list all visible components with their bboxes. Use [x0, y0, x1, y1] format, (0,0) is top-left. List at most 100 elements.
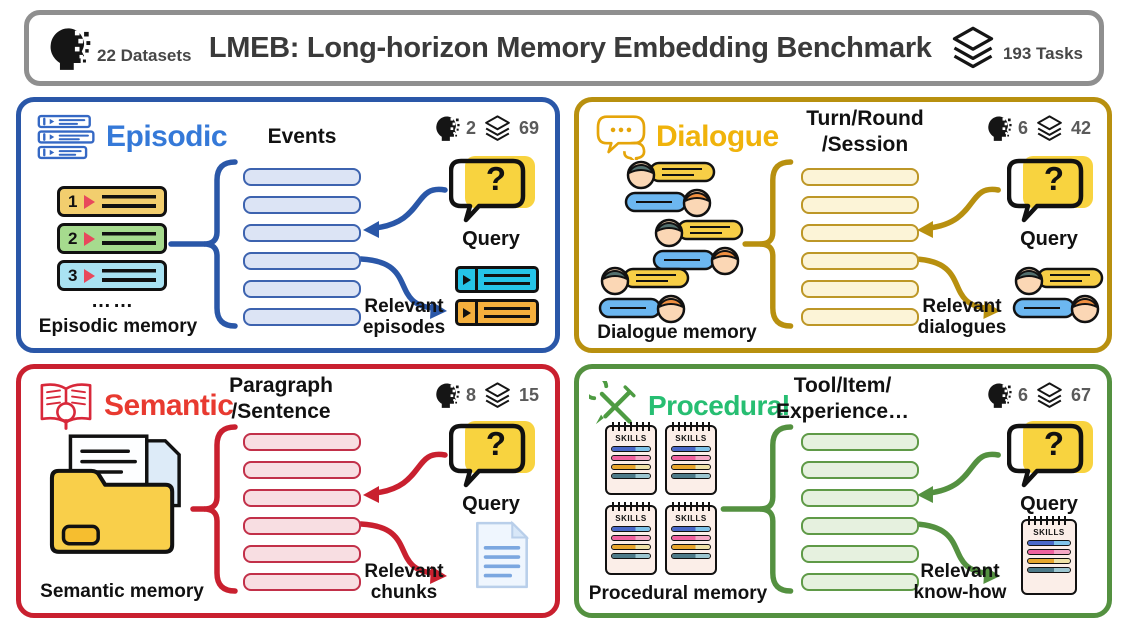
episodic-title: Episodic	[106, 120, 228, 153]
semantic-memory-label: Semantic memory	[40, 581, 204, 602]
relevant-label: Relevant episodes	[351, 296, 457, 338]
dialogue-stats: 6 42	[985, 114, 1091, 142]
question-mark: ?	[485, 425, 507, 462]
spiral-binding	[612, 502, 650, 511]
text-lines	[484, 274, 530, 285]
episode-number: 1	[68, 192, 78, 211]
skill-bar	[1027, 567, 1071, 573]
semantic-datasets-count: 8	[465, 384, 476, 405]
dialogue-connectors	[742, 159, 1001, 329]
dialogue-tasks-count: 42	[1070, 117, 1091, 138]
skill-bar	[611, 553, 651, 559]
query-icon: ?	[1007, 421, 1095, 489]
skill-bar	[1027, 549, 1071, 555]
tasks-stack-icon	[1034, 115, 1065, 142]
spiral-binding	[1028, 516, 1070, 525]
datasets-head-icon	[985, 114, 1012, 142]
skills-notepad-icon: SKILLS	[665, 422, 717, 495]
play-icon	[84, 231, 96, 246]
semantic-heading: Semantic	[37, 381, 234, 431]
text-lines	[484, 307, 530, 318]
memory-slot	[243, 280, 361, 298]
memory-slot	[801, 280, 919, 298]
skill-bar	[1027, 540, 1071, 546]
memory-slot	[243, 573, 361, 591]
memory-slot	[243, 433, 361, 451]
memory-slot	[801, 252, 919, 270]
episodic-datasets-count: 2	[465, 117, 476, 138]
procedural-quadrant: Procedural 6 67 Tool/Item/ Experience… S…	[574, 364, 1112, 618]
memory-slot	[243, 308, 361, 326]
play-icon	[84, 194, 96, 209]
document-icon	[473, 519, 531, 591]
semantic-title: Semantic	[104, 389, 234, 422]
query-bubble-outline	[449, 423, 526, 488]
episodic-tasks-count: 69	[518, 117, 539, 138]
datasets-head-icon	[45, 24, 91, 72]
semantic-stats: 8 15	[433, 381, 539, 409]
ellipsis: ……	[91, 290, 135, 312]
banner-datasets-group: 22 Datasets	[45, 24, 192, 72]
skill-bar	[671, 544, 711, 550]
episodic-stats: 2 69	[433, 114, 539, 142]
text-lines	[102, 195, 156, 208]
column-header-line: Events	[267, 125, 337, 148]
relevant-skills-notepad-icon: SKILLS	[1021, 516, 1077, 595]
spiral-binding	[612, 422, 650, 431]
skill-bar	[671, 446, 711, 452]
skill-bar	[611, 535, 651, 541]
episodic-memory-label: Episodic memory	[38, 316, 198, 337]
skill-bar	[611, 455, 651, 461]
skill-bar	[671, 526, 711, 532]
skills-label: SKILLS	[675, 514, 707, 523]
text-lines	[102, 232, 156, 245]
memory-slot	[243, 517, 361, 535]
query-icon: ?	[449, 421, 537, 489]
question-mark: ?	[1043, 425, 1065, 462]
folder-documents-icon	[45, 429, 193, 559]
banner-tasks-label: 193 Tasks	[1002, 44, 1083, 63]
datasets-head-icon	[433, 381, 460, 409]
book-magnifier-icon	[37, 381, 95, 431]
tasks-stack-icon	[482, 115, 513, 142]
relevant-episode-cyan	[455, 266, 539, 293]
spiral-binding	[672, 422, 710, 431]
query-bubble-outline	[1007, 158, 1084, 223]
column-header-line: Tool/Item/	[793, 374, 892, 397]
episode-number: 2	[68, 229, 78, 248]
memory-slot	[801, 168, 919, 186]
relevant-line: Relevant	[922, 296, 1002, 317]
column-header-line: Experience…	[775, 400, 910, 423]
semantic-connectors	[190, 424, 448, 594]
episode-item: 3	[57, 260, 167, 291]
skills-notepad-icon: SKILLS	[605, 502, 657, 575]
semantic-column-header: Paragraph /Sentence	[206, 373, 356, 425]
episodic-heading: Episodic	[37, 114, 228, 160]
dialogue-title: Dialogue	[656, 120, 779, 153]
semantic-tasks-count: 15	[518, 384, 539, 405]
skill-bar	[1027, 558, 1071, 564]
episodic-connectors	[168, 159, 448, 329]
skill-bar	[611, 526, 651, 532]
banner-datasets-label: 22 Datasets	[97, 46, 192, 65]
memory-slot	[801, 461, 919, 479]
skill-bar	[671, 535, 711, 541]
relevant-line: episodes	[362, 317, 446, 338]
memory-slot	[243, 196, 361, 214]
play-icon	[458, 302, 478, 323]
question-mark: ?	[1043, 160, 1065, 197]
memory-slot	[801, 489, 919, 507]
episodic-list-icon	[37, 114, 97, 160]
dialogue-pair-icon	[621, 158, 719, 220]
relevant-label: Relevant chunks	[351, 561, 457, 603]
dialogue-pair-icon	[595, 264, 693, 326]
banner: 22 Datasets LMEB: Long-horizon Memory Em…	[24, 10, 1104, 86]
skills-label: SKILLS	[615, 434, 647, 443]
skill-bar	[671, 473, 711, 479]
skill-bar	[671, 455, 711, 461]
memory-slot	[243, 489, 361, 507]
text-lines	[102, 269, 156, 282]
skills-label: SKILLS	[615, 514, 647, 523]
relevant-line: dialogues	[917, 317, 1007, 338]
